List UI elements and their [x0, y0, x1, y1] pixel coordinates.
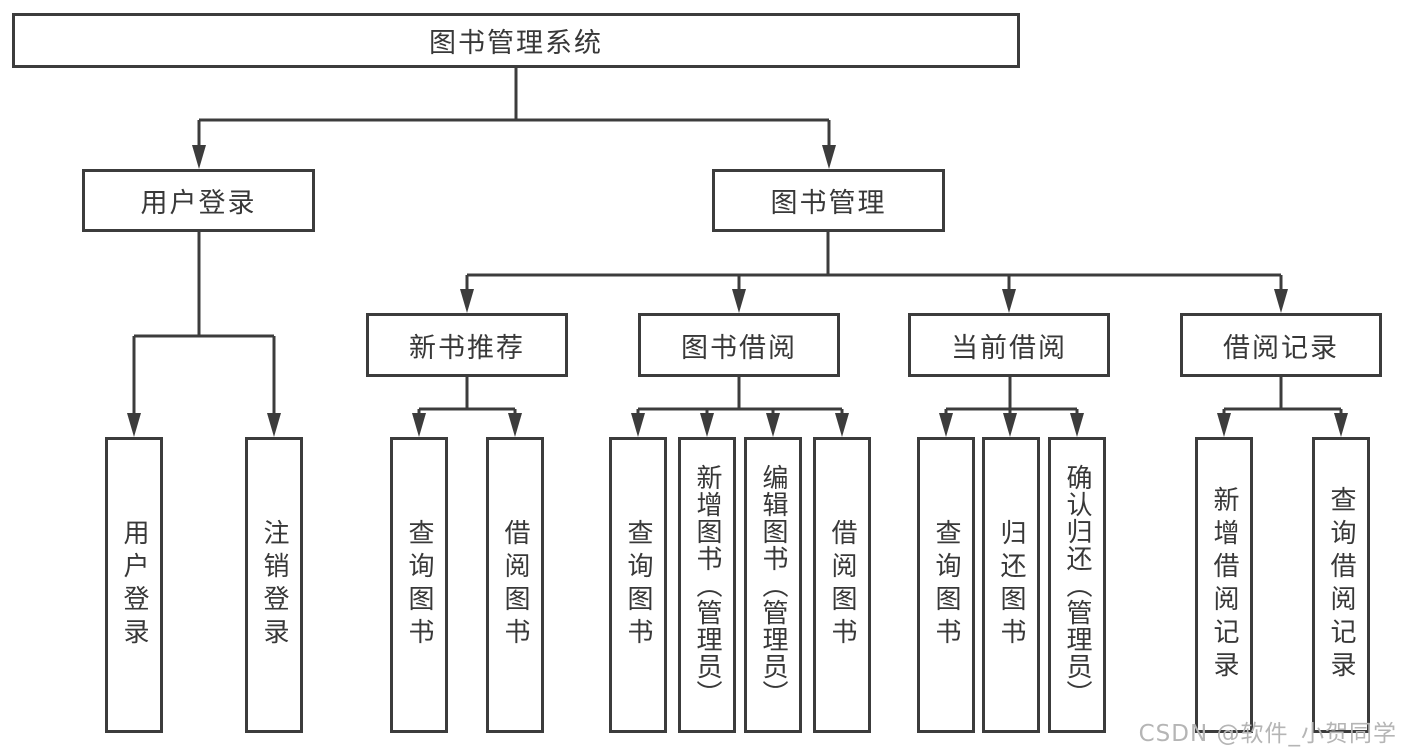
node-new-book-recommend-label: 新书推荐: [409, 332, 525, 364]
node-book-management-label: 图书管理: [770, 188, 887, 219]
node-edit-book-admin: 编辑图书（管理员）: [744, 437, 802, 733]
node-borrow-book-recommend-label: 借阅图书: [500, 519, 530, 651]
node-user-login-label: 用户登录: [140, 188, 257, 219]
node-add-borrow-record-label: 新增借阅记录: [1209, 486, 1239, 684]
connector-user-login-children: [127, 232, 281, 437]
node-return-book: 归还图书: [982, 437, 1040, 733]
connector-book-management-to-level2: [460, 232, 1288, 313]
node-query-book-recommend: 查询图书: [390, 437, 448, 733]
node-add-book-admin-label: 新增图书（管理员）: [692, 463, 722, 707]
node-borrow-record: 借阅记录: [1180, 313, 1382, 377]
node-borrow-record-label: 借阅记录: [1223, 332, 1339, 364]
node-root: 图书管理系统: [12, 13, 1020, 68]
node-confirm-return-admin: 确认归还（管理员）: [1048, 437, 1106, 733]
node-edit-book-admin-label: 编辑图书（管理员）: [758, 463, 788, 707]
node-query-borrow-record: 查询借阅记录: [1312, 437, 1370, 733]
connector-borrow-record-children: [1217, 377, 1348, 437]
node-return-book-label: 归还图书: [996, 519, 1026, 651]
node-login-label: 用户登录: [119, 519, 149, 651]
connector-current-borrow-children: [939, 377, 1084, 437]
node-confirm-return-admin-label: 确认归还（管理员）: [1062, 463, 1092, 707]
node-book-borrow-label: 图书借阅: [681, 332, 797, 364]
node-logout-label: 注销登录: [259, 519, 289, 651]
node-login: 用户登录: [105, 437, 163, 733]
node-borrow-book-recommend: 借阅图书: [486, 437, 544, 733]
node-book-borrow: 图书借阅: [638, 313, 840, 377]
node-user-login: 用户登录: [82, 169, 315, 232]
watermark: CSDN @软件_小贺同学: [1138, 721, 1397, 747]
node-add-book-admin: 新增图书（管理员）: [678, 437, 736, 733]
node-book-management: 图书管理: [712, 169, 945, 232]
node-query-book-current-label: 查询图书: [931, 519, 961, 651]
node-borrow-book: 借阅图书: [813, 437, 871, 733]
connector-root-to-level1: [192, 68, 836, 169]
node-query-book-current: 查询图书: [917, 437, 975, 733]
node-query-book-borrow-label: 查询图书: [623, 519, 653, 651]
node-logout: 注销登录: [245, 437, 303, 733]
node-root-label: 图书管理系统: [429, 28, 603, 59]
node-query-book-borrow: 查询图书: [609, 437, 667, 733]
node-new-book-recommend: 新书推荐: [366, 313, 568, 377]
connector-new-book-recommend-children: [412, 377, 522, 437]
node-borrow-book-label: 借阅图书: [827, 519, 857, 651]
node-current-borrow-label: 当前借阅: [951, 332, 1067, 364]
node-query-borrow-record-label: 查询借阅记录: [1326, 486, 1356, 684]
connector-book-borrow-children: [631, 377, 849, 437]
node-add-borrow-record: 新增借阅记录: [1195, 437, 1253, 733]
node-current-borrow: 当前借阅: [908, 313, 1110, 377]
node-query-book-recommend-label: 查询图书: [404, 519, 434, 651]
